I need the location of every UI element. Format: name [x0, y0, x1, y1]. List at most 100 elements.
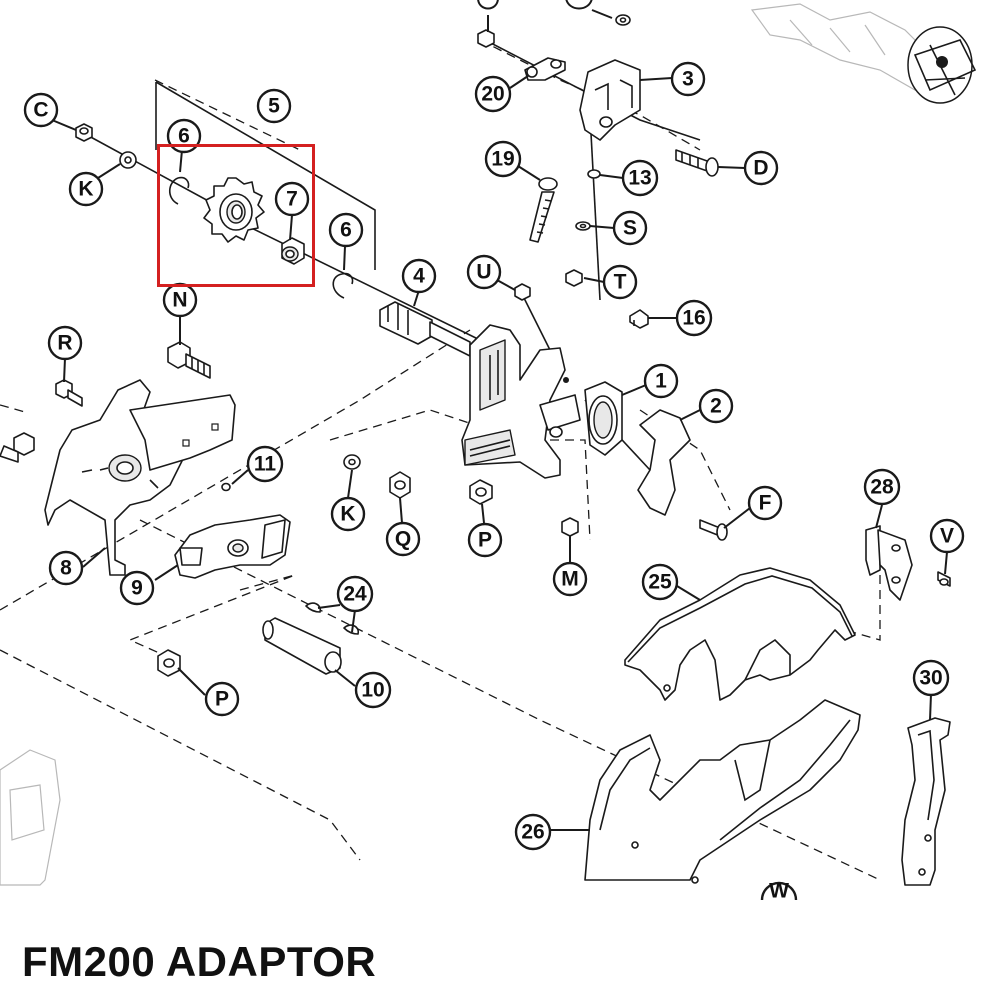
callout-25: 25: [641, 563, 679, 601]
callout-k: K: [68, 171, 104, 207]
nut-top-part: [477, 14, 631, 48]
snap-ring-6-part: [168, 176, 190, 205]
svg-text:25: 25: [648, 571, 672, 594]
svg-text:F: F: [759, 492, 772, 515]
callout-f: F: [747, 485, 783, 521]
svg-text:19: 19: [491, 148, 514, 171]
callout-9: 9: [119, 570, 155, 606]
svg-text:13: 13: [628, 167, 651, 190]
svg-text:8: 8: [60, 557, 72, 580]
nut-p-lower-part: [157, 649, 181, 677]
callout-30: 30: [912, 659, 950, 697]
clip-2-part: [637, 409, 691, 516]
lever-9-part: [174, 514, 291, 579]
spacer-13-part: [587, 169, 601, 179]
callout-k-center: K: [330, 496, 366, 532]
callout-5: 5: [256, 88, 292, 124]
svg-text:K: K: [340, 503, 355, 526]
svg-text:M: M: [561, 568, 579, 591]
highlight-box: [157, 144, 315, 287]
screw-v-part: [937, 571, 951, 587]
svg-text:20: 20: [481, 83, 504, 106]
svg-text:11: 11: [254, 453, 277, 476]
bolt-n-part: [167, 341, 211, 379]
callout-p-center: P: [467, 522, 503, 558]
snap-ring-6b-part: [332, 272, 354, 299]
callout-8: 8: [48, 550, 84, 586]
svg-text:24: 24: [343, 583, 367, 606]
callout-24: 24: [336, 575, 374, 613]
nut-m-part: [561, 517, 579, 537]
bushing-7-part: [281, 237, 305, 265]
callout-w: W: [760, 880, 798, 900]
sprocket-part: [203, 177, 265, 243]
callout-n: N: [162, 282, 198, 318]
svg-text:7: 7: [286, 188, 298, 211]
callout-3: 3: [670, 61, 706, 97]
fitting-16-part: [629, 309, 649, 329]
o-ring-11-part: [221, 482, 231, 492]
svg-text:P: P: [478, 529, 492, 552]
clip-24a-part: [305, 602, 322, 613]
svg-text:9: 9: [131, 577, 143, 600]
background-machine-bottom-left: [0, 749, 61, 886]
assembly-lines: [0, 39, 881, 881]
nut-u-part: [514, 283, 531, 301]
svg-text:28: 28: [870, 476, 894, 499]
svg-text:30: 30: [919, 667, 942, 690]
background-machine-top-right: [750, 3, 977, 104]
bracket-28-part: [865, 525, 913, 601]
clevis-20-part: [524, 57, 566, 81]
handle-30-part: [901, 717, 951, 886]
callout-2: 2: [698, 388, 734, 424]
svg-text:R: R: [57, 332, 72, 355]
leader-lines: [51, 15, 948, 831]
nut-t-part: [565, 269, 583, 287]
plate-8-part: [44, 379, 236, 576]
svg-text:2: 2: [710, 395, 722, 418]
callout-7: 7: [274, 181, 310, 217]
callout-10: 10: [354, 671, 392, 709]
callout-1: 1: [643, 363, 679, 399]
svg-text:T: T: [614, 271, 627, 294]
callout-u: U: [466, 254, 502, 290]
svg-text:K: K: [78, 178, 93, 201]
callout-c: C: [23, 92, 59, 128]
callout-r: R: [47, 325, 83, 361]
svg-text:C: C: [33, 99, 48, 122]
exploded-parts-diagram: C K 5 6 7 6 4 N R 20 3 19 13 D S U T 16 …: [0, 0, 977, 900]
clip-24b-part: [343, 624, 360, 635]
callout-partial-top: [565, 0, 613, 19]
bolt-f-part: [699, 519, 728, 541]
housing-1-part: [461, 324, 623, 479]
pin-10-part: [262, 617, 342, 675]
svg-text:3: 3: [682, 68, 694, 91]
svg-text:6: 6: [340, 219, 352, 242]
svg-text:Q: Q: [395, 528, 411, 551]
svg-text:D: D: [753, 157, 768, 180]
callout-13: 13: [621, 159, 659, 197]
callout-26: 26: [514, 813, 552, 851]
callout-q: Q: [385, 521, 421, 557]
callout-16: 16: [675, 299, 713, 337]
bolt-r-part: [55, 379, 83, 407]
bolt-d-part: [675, 149, 719, 177]
callout-4: 4: [401, 258, 437, 294]
svg-text:10: 10: [361, 679, 384, 702]
svg-text:U: U: [476, 261, 491, 284]
callout-t: T: [602, 264, 638, 300]
assembly-bracket-5: [155, 81, 376, 270]
nut-c-part: [75, 123, 93, 142]
bracket-3-part: [579, 59, 641, 141]
callout-19: 19: [484, 140, 522, 178]
callout-s: S: [612, 210, 648, 246]
cover-25-part: [624, 567, 856, 701]
nut-q-part: [389, 471, 411, 499]
shaft-4-part: [379, 301, 471, 357]
svg-text:26: 26: [521, 821, 544, 844]
washer-k2-part: [343, 454, 361, 470]
svg-text:N: N: [172, 289, 187, 312]
callout-v: V: [929, 518, 965, 554]
svg-text:6: 6: [178, 125, 190, 148]
callout-11: 11: [246, 445, 284, 483]
